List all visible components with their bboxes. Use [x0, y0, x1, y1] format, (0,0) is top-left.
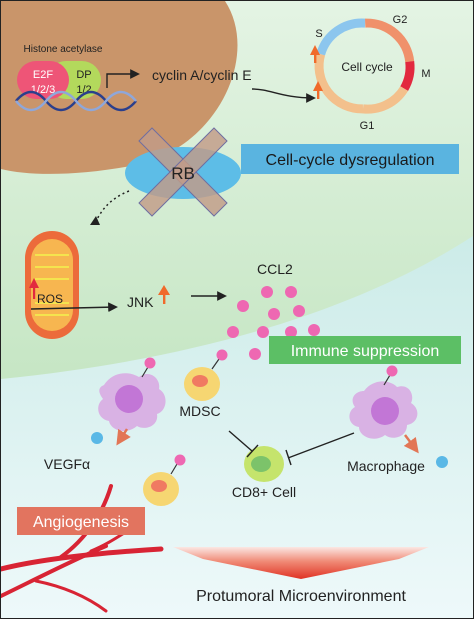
ccl2-dot — [227, 326, 239, 338]
vegf-dot-left — [91, 432, 103, 444]
ros-up-arrow — [29, 278, 39, 299]
jnk-up-arrow — [158, 285, 170, 304]
immune-suppression-label: Immune suppression — [291, 343, 440, 360]
ccl2-dot — [249, 348, 261, 360]
ccl2-dot — [308, 324, 320, 336]
cyclin-to-cycle-arrow — [251, 88, 316, 103]
phase-g2-label: G2 — [393, 14, 408, 26]
ccl2-receptor-macrophage-right — [383, 365, 398, 386]
phase-m-label: M — [421, 68, 430, 80]
cd8-t-cell — [244, 446, 284, 482]
ros-to-jnk-arrow — [30, 302, 118, 313]
mdsc-label: MDSC — [179, 403, 220, 419]
rb-label: RB — [171, 164, 195, 183]
ccl2-dot — [285, 286, 297, 298]
ccl2-receptor-macrophage-left — [141, 357, 156, 378]
macrophage-right-secretion-arrow — [403, 434, 419, 454]
phase-g1-label: G1 — [360, 120, 375, 132]
vegf-dot-right — [436, 456, 448, 468]
phase-m-arc — [400, 61, 415, 91]
mdsc-cell-upper — [184, 349, 228, 401]
angiogenesis-badge — [17, 507, 145, 535]
ccl2-dot — [285, 326, 297, 338]
ccl2-dot — [261, 286, 273, 298]
protumoral-label: Protumoral Microenvironment — [196, 588, 406, 605]
e2f-label-line1: E2F — [33, 69, 53, 81]
macrophage-left — [98, 373, 166, 432]
cell-cycle-dysregulation-label: Cell-cycle dysregulation — [266, 152, 435, 169]
vegf-label: VEGFα — [44, 456, 90, 472]
e2f-protein: E2F 1/2/3 — [17, 61, 69, 99]
mdsc-cell-lower — [143, 454, 186, 506]
macrophage-label: Macrophage — [347, 458, 425, 474]
rb-to-mitochondrion-arrow — [94, 190, 130, 224]
ccl2-dot — [237, 300, 249, 312]
phase-g1-arc-end — [362, 86, 409, 114]
angiogenesis-label: Angiogenesis — [33, 514, 129, 531]
dp-label-line1: DP — [76, 69, 91, 81]
macrophage-left-secretion-arrow — [116, 428, 131, 446]
transcription-arrow — [106, 69, 140, 88]
ccl2-dot — [268, 308, 280, 320]
macrophage-right — [349, 381, 418, 439]
histone-acetylase-label: Histone acetylase — [24, 44, 103, 55]
phase-g1-arc — [314, 52, 364, 114]
cd8-label: CD8+ Cell — [232, 484, 296, 500]
cyclin-label: cyclin A/cyclin E — [152, 67, 252, 83]
dna-helix — [15, 90, 137, 112]
cycle-up-arrow-1 — [310, 45, 320, 63]
cell-cycle-ring — [314, 18, 415, 114]
phase-s-label: S — [315, 28, 322, 40]
macrophage-inhibits-cd8 — [285, 432, 355, 466]
ccl2-dot — [293, 305, 305, 317]
rb-to-mitochondrion-arrowhead — [90, 216, 100, 225]
phase-g2-arc — [365, 18, 415, 63]
immune-suppression-badge — [269, 336, 461, 364]
ccl2-label: CCL2 — [257, 261, 293, 277]
nucleus — [1, 1, 238, 174]
cell-cycle-center-label: Cell cycle — [341, 60, 393, 74]
ros-label: ROS — [37, 292, 63, 306]
jnk-label: JNK — [127, 294, 154, 310]
phase-s-arc — [316, 18, 366, 56]
mdsc-inhibits-cd8 — [228, 430, 259, 458]
rb-inactivation-cross — [138, 127, 228, 217]
ccl2-dot — [257, 326, 269, 338]
cell-cycle-dysregulation-badge — [241, 144, 459, 174]
cycle-up-arrow-2 — [313, 81, 323, 99]
protumoral-arrow-banner — [173, 547, 429, 579]
mitochondrion — [25, 231, 79, 339]
ccl2-chemokines — [227, 286, 320, 360]
